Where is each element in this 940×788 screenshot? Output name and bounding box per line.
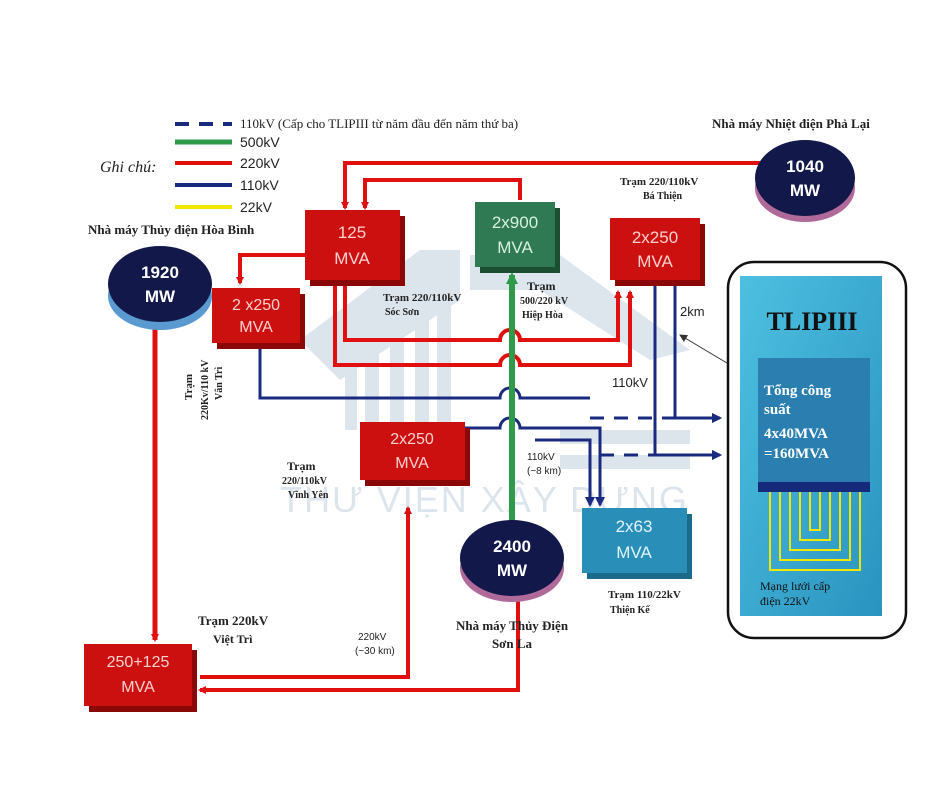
plant-hoa-binh-unit: MW bbox=[145, 287, 176, 306]
station-soc-son-label2: Sóc Sơn bbox=[385, 307, 420, 318]
station-vinh-yen-cap1: 2x250 bbox=[390, 431, 434, 448]
station-van-tri-box bbox=[212, 288, 300, 343]
tlip-title: TLIPIII bbox=[766, 307, 857, 336]
line-ba-thien-tlip-1 bbox=[653, 283, 722, 460]
tlip-grid-line2: điện 22kV bbox=[760, 594, 811, 608]
station-vinh-yen-label1: Trạm bbox=[287, 459, 315, 473]
tlip-cap-line2: suất bbox=[764, 402, 791, 418]
line-ba-thien-tlip-2 bbox=[673, 283, 722, 423]
tlip-cap-line4: =160MVA bbox=[764, 446, 829, 462]
line-van-tri-tlip bbox=[258, 345, 590, 400]
station-hiep-hoa-cap1: 2x900 bbox=[492, 213, 538, 232]
legend-label-22kv: 22kV bbox=[240, 199, 273, 215]
tlip-22kv-grid bbox=[769, 492, 861, 571]
line-pha-lai-soc-son bbox=[341, 161, 760, 210]
plant-hoa-binh-value: 1920 bbox=[141, 263, 179, 282]
plant-son-la-value: 2400 bbox=[493, 537, 531, 556]
station-van-tri-label2: 220Kv/110 kV bbox=[200, 359, 211, 420]
line-son-la-viet-tri bbox=[198, 590, 520, 694]
plant-hoa-binh-circle bbox=[108, 246, 212, 322]
station-ba-thien-label2: Bá Thiện bbox=[643, 191, 682, 202]
station-van-tri-cap2: MVA bbox=[239, 319, 273, 336]
line-hiep-hoa-soc-son bbox=[361, 178, 522, 210]
station-viet-tri-cap1: 250+125 bbox=[107, 654, 170, 671]
station-ba-thien: 2x250 MVA Trạm 220/110kV Bá Thiện bbox=[610, 176, 705, 286]
legend-label-220kv: 220kV bbox=[240, 155, 280, 171]
station-viet-tri-label1: Trạm 220kV bbox=[198, 613, 269, 628]
station-soc-son-box bbox=[305, 210, 400, 280]
station-soc-son: 125 MVA Trạm 220/110kV Sóc Sơn bbox=[305, 210, 461, 318]
station-soc-son-label1: Trạm 220/110kV bbox=[383, 292, 461, 304]
line-viet-tri-vinh-yen bbox=[200, 506, 412, 679]
line-feeder-thien-ke bbox=[535, 438, 595, 507]
annotation-line-110-2: (~8 km) bbox=[527, 466, 561, 477]
plant-pha-lai: 1040 MW Nhà máy Nhiệt điện Phả Lại bbox=[712, 116, 870, 222]
plant-son-la-unit: MW bbox=[497, 561, 528, 580]
station-van-tri-label1: Trạm bbox=[183, 374, 195, 400]
station-vinh-yen-label3: Vĩnh Yên bbox=[288, 490, 329, 501]
plant-son-la-title-2: Sơn La bbox=[492, 636, 533, 651]
legend-label-110kv-dashed: 110kV (Cấp cho TLIPIII từ năm đầu đến nă… bbox=[240, 116, 518, 131]
plant-pha-lai-title: Nhà máy Nhiệt điện Phả Lại bbox=[712, 116, 870, 131]
station-vinh-yen: 2x250 MVA Trạm 220/110kV Vĩnh Yên bbox=[282, 422, 470, 501]
plant-son-la-circle bbox=[460, 520, 564, 596]
legend-label-500kv: 500kV bbox=[240, 134, 280, 150]
station-hiep-hoa-label2: 500/220 kV bbox=[520, 296, 569, 307]
tlip-transformer-base bbox=[758, 482, 870, 492]
plant-hoa-binh: 1920 MW Nhà máy Thủy điện Hòa Bình bbox=[88, 222, 255, 330]
station-thien-ke-label2: Thiện Kế bbox=[610, 605, 650, 616]
station-hiep-hoa-label3: Hiệp Hòa bbox=[522, 310, 563, 321]
plant-pha-lai-value: 1040 bbox=[786, 157, 824, 176]
tlip-transformer-block bbox=[758, 358, 870, 482]
annotation-110kv: 110kV bbox=[612, 375, 648, 390]
annotation-line-220-1: 220kV bbox=[358, 632, 387, 643]
station-van-tri: 2 x250 MVA Trạm 220Kv/110 kV Vân Trì bbox=[183, 288, 305, 420]
legend: Ghi chú: 110kV (Cấp cho TLIPIII từ năm đ… bbox=[100, 116, 518, 215]
station-soc-son-cap2: MVA bbox=[334, 249, 370, 268]
station-ba-thien-cap1: 2x250 bbox=[632, 228, 678, 247]
station-ba-thien-cap2: MVA bbox=[637, 252, 673, 271]
station-hiep-hoa: 2x900 MVA Trạm 500/220 kV Hiệp Hòa bbox=[475, 202, 569, 321]
plant-son-la-title-1: Nhà máy Thủy Điện bbox=[456, 618, 569, 633]
station-vinh-yen-label2: 220/110kV bbox=[282, 476, 328, 487]
station-thien-ke-label1: Trạm 110/22kV bbox=[608, 589, 681, 601]
tlip-grid-line1: Mạng lưới cấp bbox=[760, 579, 830, 593]
annotation-line-220-2: (~30 km) bbox=[355, 646, 395, 657]
station-hiep-hoa-label1: Trạm bbox=[527, 279, 555, 293]
station-thien-ke-box bbox=[582, 508, 687, 573]
annotation-line-110-1: 110kV bbox=[527, 452, 555, 463]
station-viet-tri-label2: Việt Trì bbox=[213, 632, 253, 646]
legend-label-110kv: 110kV bbox=[240, 177, 279, 193]
station-ba-thien-box bbox=[610, 218, 700, 280]
station-soc-son-cap1: 125 bbox=[338, 223, 366, 242]
station-thien-ke-cap2: MVA bbox=[616, 543, 652, 562]
station-thien-ke-cap1: 2x63 bbox=[616, 517, 653, 536]
station-vinh-yen-cap2: MVA bbox=[395, 455, 429, 472]
station-viet-tri-cap2: MVA bbox=[121, 679, 155, 696]
station-thien-ke: 2x63 MVA Trạm 110/22kV Thiện Kế bbox=[582, 508, 692, 616]
plant-son-la: 2400 MW Nhà máy Thủy Điện Sơn La bbox=[456, 520, 569, 651]
tlip-cap-line1: Tổng công bbox=[764, 383, 832, 399]
tlip-industrial-park: TLIPIII Tổng công suất 4x40MVA =160MVA M… bbox=[726, 260, 908, 640]
annotation-2km: 2km bbox=[680, 304, 705, 319]
lines-110kv bbox=[258, 283, 722, 507]
line-soc-son-van-tri bbox=[236, 253, 305, 285]
station-viet-tri-box bbox=[84, 644, 192, 706]
station-hiep-hoa-cap2: MVA bbox=[497, 238, 533, 257]
plant-pha-lai-unit: MW bbox=[790, 181, 821, 200]
legend-title: Ghi chú: bbox=[100, 159, 156, 176]
plant-hoa-binh-title: Nhà máy Thủy điện Hòa Bình bbox=[88, 222, 255, 237]
tlip-cap-line3: 4x40MVA bbox=[764, 426, 828, 442]
station-viet-tri: 250+125 MVA Trạm 220kV Việt Trì bbox=[84, 613, 269, 712]
station-hiep-hoa-box bbox=[475, 202, 555, 267]
station-van-tri-label3: Vân Trì bbox=[214, 367, 225, 400]
station-van-tri-cap1: 2 x250 bbox=[232, 297, 280, 314]
station-vinh-yen-box bbox=[360, 422, 465, 480]
station-ba-thien-label1: Trạm 220/110kV bbox=[620, 176, 698, 188]
plant-pha-lai-circle bbox=[755, 140, 855, 216]
